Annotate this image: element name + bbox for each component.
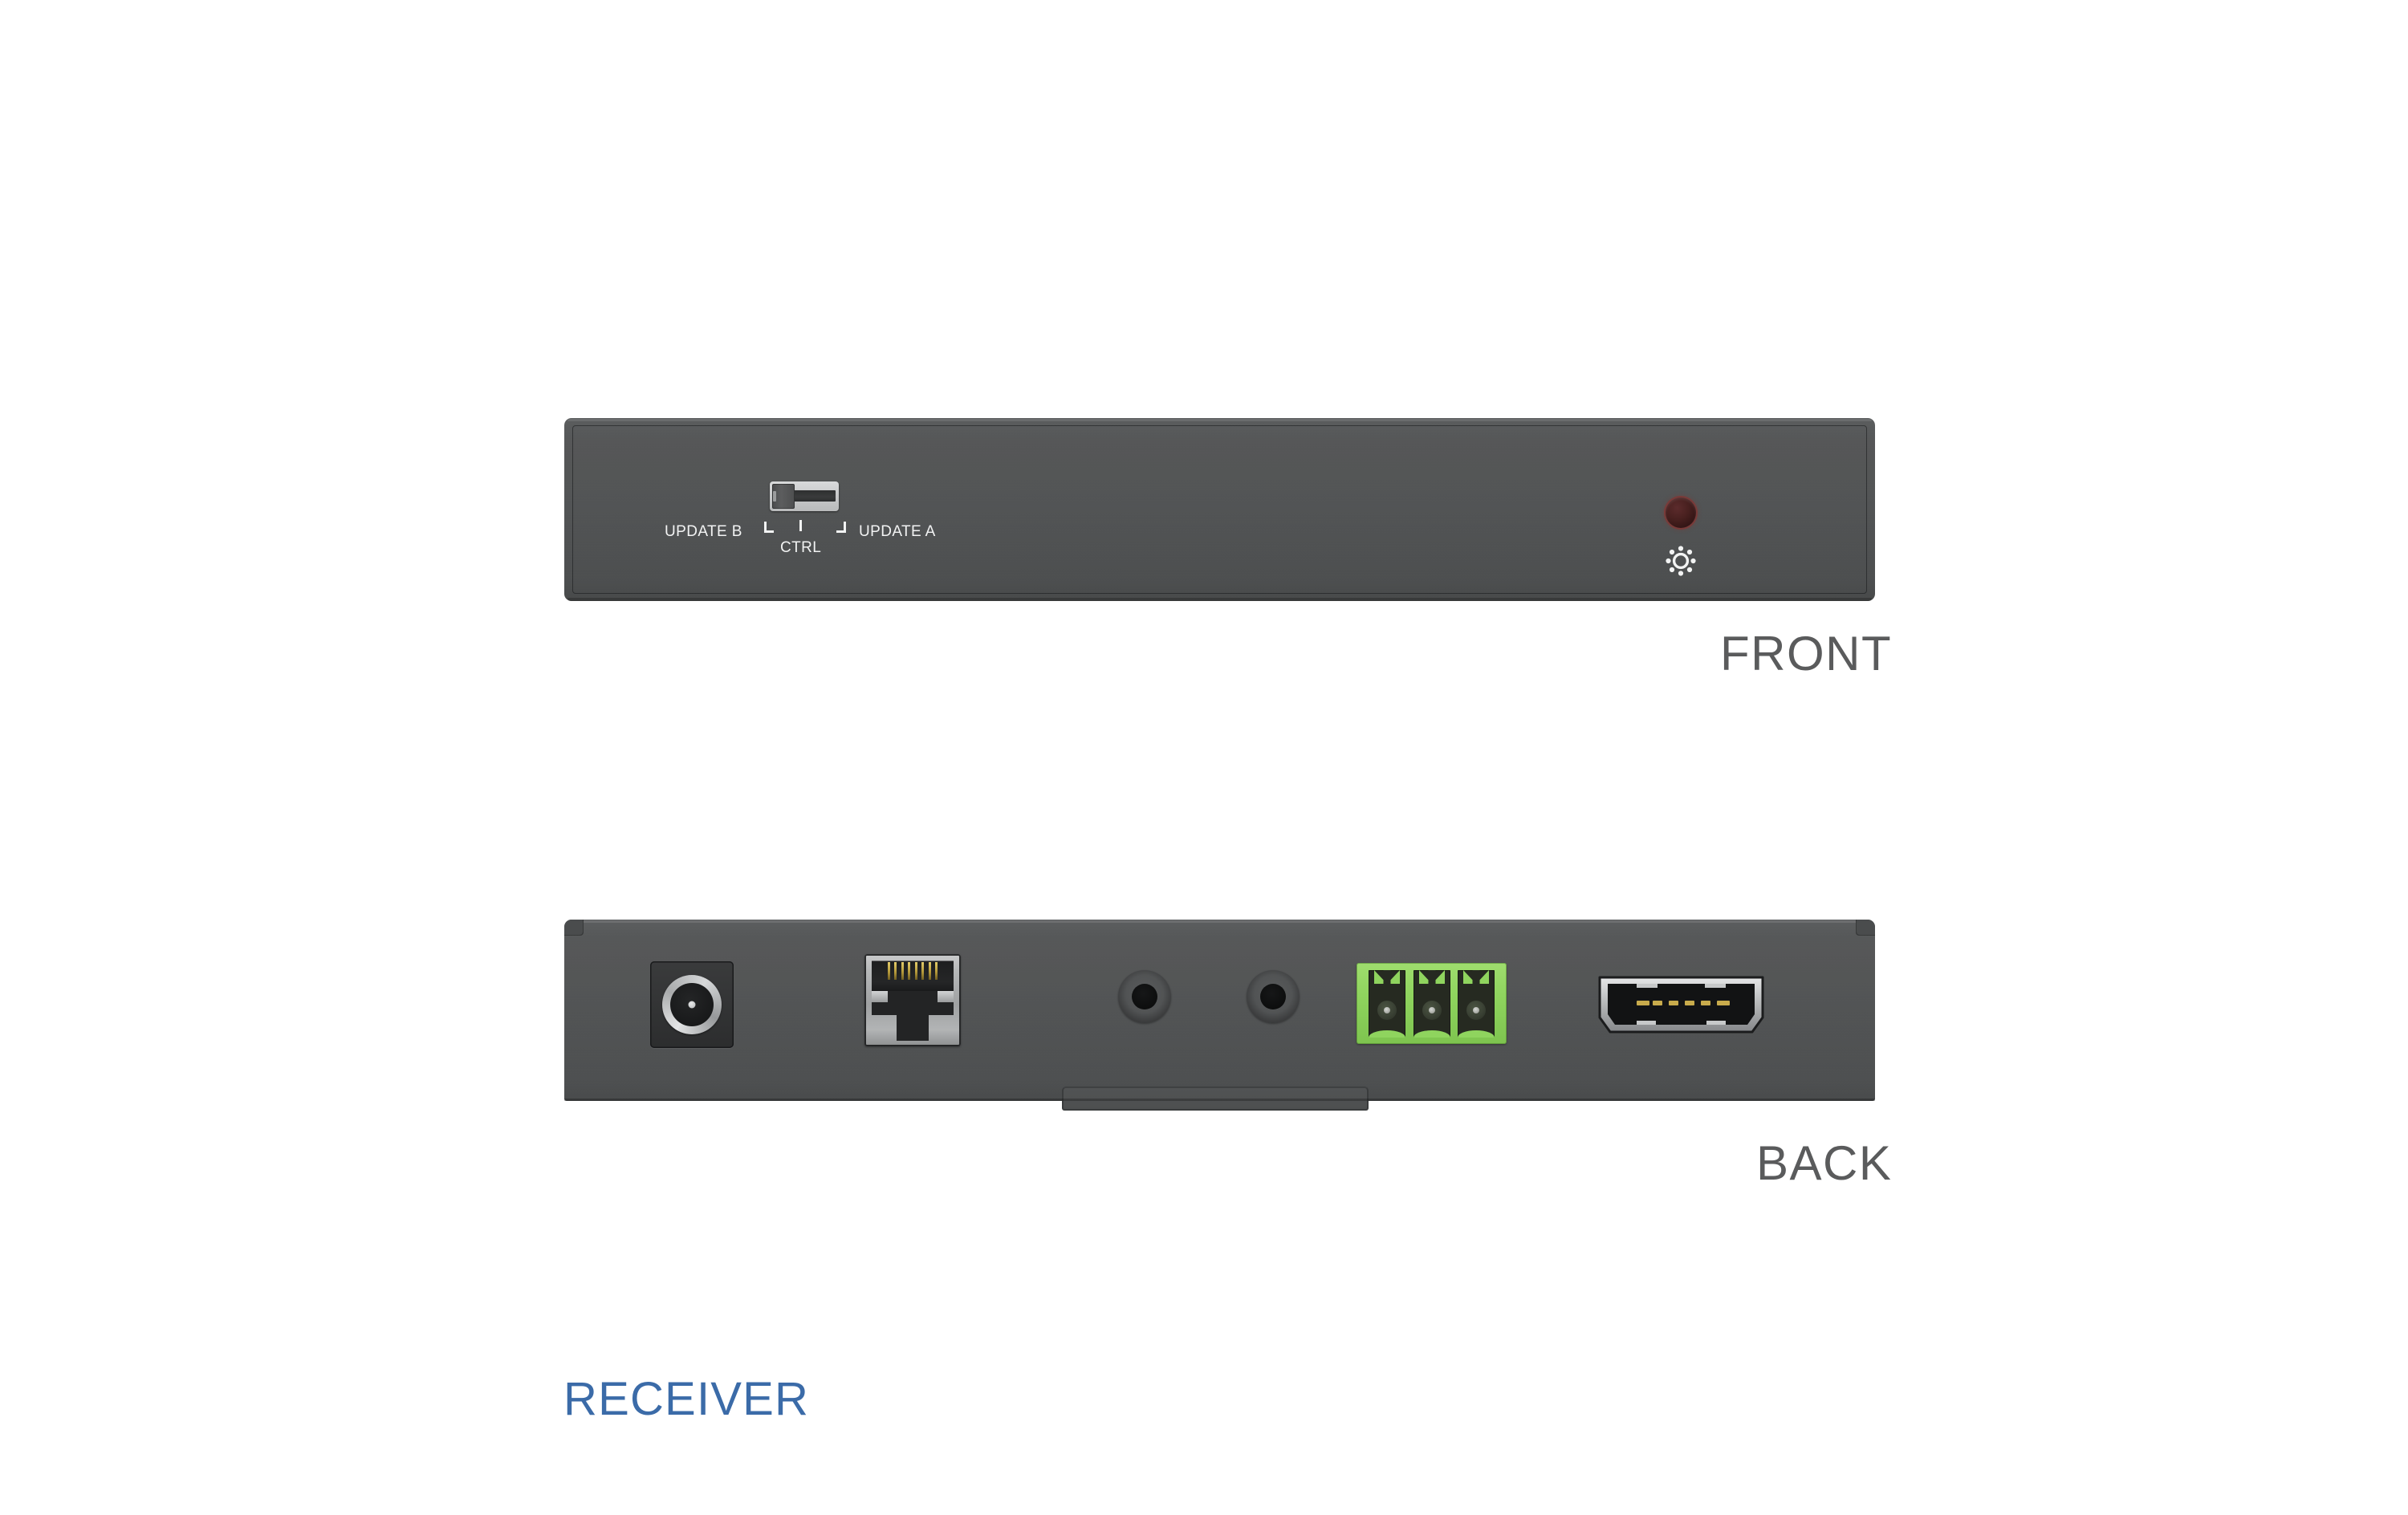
audio-jack-2[interactable] — [1247, 970, 1300, 1023]
page-title: RECEIVER — [563, 1373, 810, 1425]
terminal-pole-screw[interactable] — [1422, 1000, 1442, 1020]
silkscreen-label-ctrl: CTRL — [780, 539, 822, 556]
terminal-pole-screw[interactable] — [1466, 1000, 1487, 1020]
back-panel-top-highlight — [567, 920, 1872, 923]
view-label-front: FRONT — [1720, 627, 1893, 680]
rj45-contact-pins — [888, 962, 938, 980]
dc-power-jack[interactable] — [650, 961, 734, 1048]
brightness-icon — [1662, 542, 1700, 580]
audio-jack-1[interactable] — [1118, 970, 1171, 1023]
front-panel-top-highlight — [567, 419, 1872, 421]
switch-position-tick-update-b — [764, 522, 774, 533]
rj45-latch-keyway — [897, 1015, 929, 1041]
back-panel-corner-notch-left — [564, 920, 584, 936]
terminal-pole-screw[interactable] — [1377, 1000, 1397, 1020]
terminal-pole-stem — [1428, 969, 1435, 985]
terminal-pole-foot — [1368, 1030, 1405, 1038]
front-panel-chassis — [564, 418, 1875, 601]
switch-position-tick-update-a — [836, 522, 846, 533]
slide-switch-grip-notch — [773, 491, 776, 502]
hdmi-icon — [1598, 976, 1764, 1034]
silkscreen-label-update-a: UPDATE A — [859, 523, 936, 540]
slide-switch-track — [794, 490, 836, 502]
front-panel-bottom-shadow — [567, 598, 1872, 601]
terminal-pole-foot — [1458, 1030, 1495, 1038]
dc-jack-center-pin — [688, 1001, 696, 1009]
front-panel-inner-bezel-line — [572, 425, 1867, 594]
rj45-shoulder-left — [872, 991, 888, 1002]
terminal-pole-foot — [1413, 1030, 1450, 1038]
terminal-block-pole[interactable] — [1368, 969, 1405, 1038]
audio-jack-icon — [1132, 984, 1157, 1009]
ctrl-slide-switch[interactable] — [770, 481, 839, 511]
rj45-cavity-top — [872, 961, 954, 991]
back-panel-corner-notch-right — [1856, 920, 1875, 936]
power-status-led — [1666, 498, 1696, 528]
rj45-ethernet-port[interactable] — [864, 954, 961, 1046]
slide-switch-actuator[interactable] — [772, 484, 795, 509]
rj45-icon — [872, 961, 954, 1043]
rj45-shoulder-right — [938, 991, 954, 1002]
switch-position-tick-ctrl — [799, 520, 802, 531]
back-panel-bottom-shadow — [564, 1099, 1875, 1101]
hdmi-port[interactable] — [1595, 968, 1767, 1038]
view-label-back: BACK — [1756, 1136, 1893, 1190]
terminal-block-pole[interactable] — [1413, 969, 1450, 1038]
3-pin-terminal-block[interactable] — [1357, 963, 1507, 1044]
audio-jack-icon — [1260, 984, 1286, 1009]
terminal-block-pole[interactable] — [1458, 969, 1495, 1038]
terminal-pole-stem — [1472, 969, 1480, 985]
bottom-mounting-tab — [1062, 1086, 1369, 1111]
silkscreen-label-update-b: UPDATE B — [665, 523, 742, 540]
terminal-pole-stem — [1383, 969, 1391, 985]
